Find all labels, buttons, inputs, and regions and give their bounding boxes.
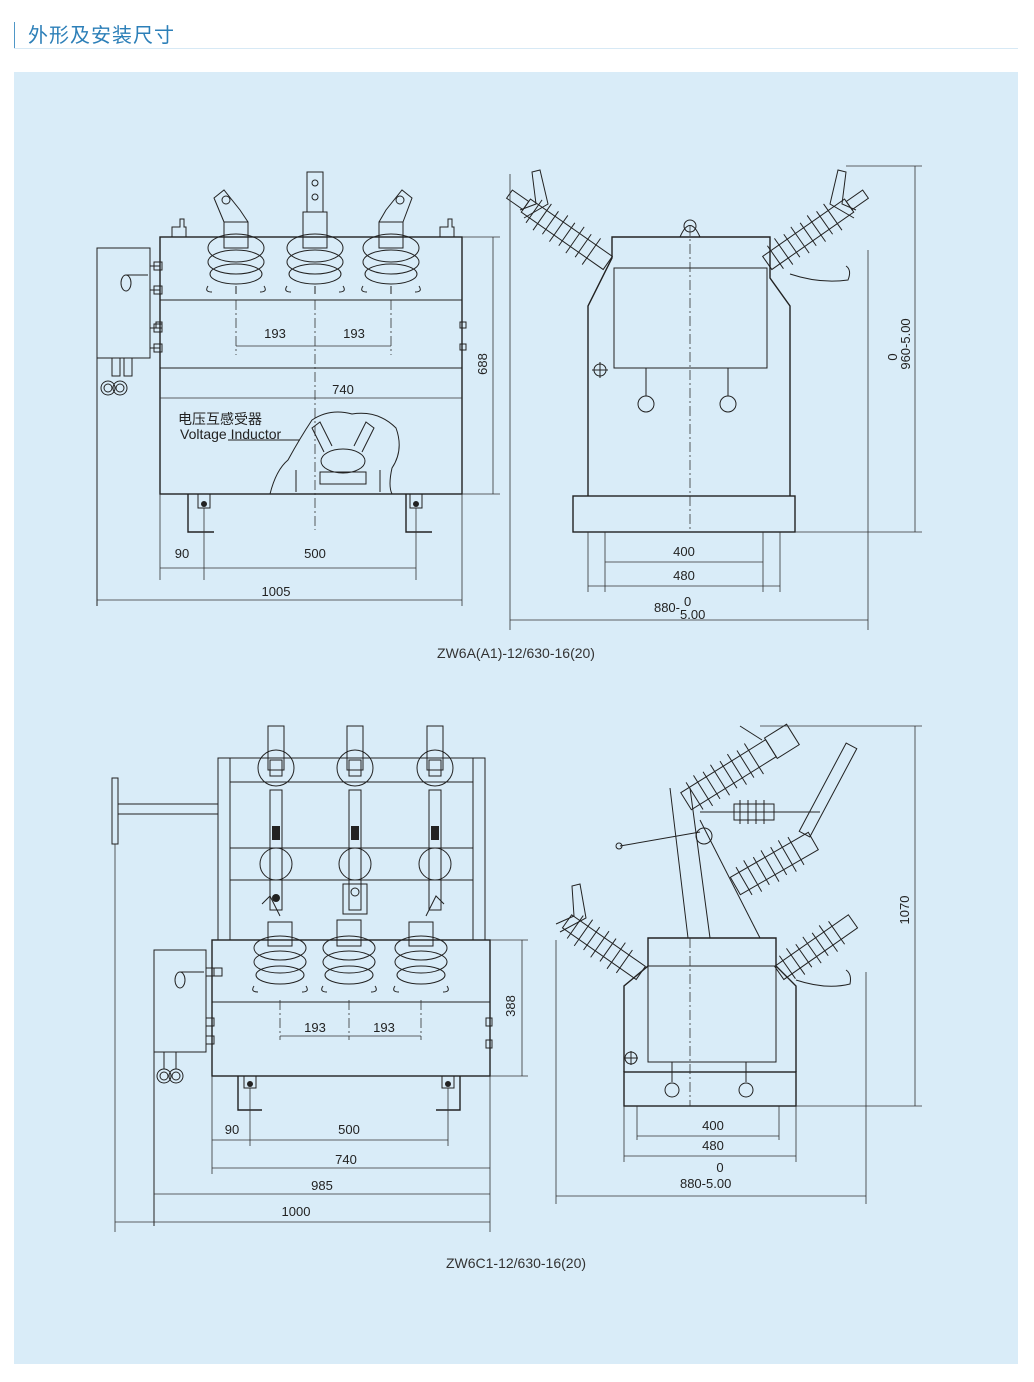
d2-side-view: 1070 400 480 0 880- 5.00 xyxy=(555,723,922,1204)
d2-dim-1070: 1070 xyxy=(897,896,912,925)
d1-dim-880-lower: 5.00 xyxy=(680,607,705,622)
d1-bushing-middle xyxy=(285,171,345,294)
d1-dim-500: 500 xyxy=(304,546,326,561)
d1-dim-960-upper: 0 xyxy=(885,353,900,360)
d1-bushing-right xyxy=(361,189,421,294)
d2-dim-pitch-right: 193 xyxy=(373,1020,395,1035)
d2-bushing-left xyxy=(252,895,308,993)
d1-label-cn: 电压互感受器 xyxy=(178,411,262,427)
drawing-panel xyxy=(14,72,1018,1364)
d2-dim-880-lower: 5.00 xyxy=(706,1176,731,1191)
d1-dim-400: 400 xyxy=(673,544,695,559)
d2-switch-blades xyxy=(257,725,454,915)
d1-dim-pitch-right: 193 xyxy=(343,326,365,341)
d2-caption: ZW6C1-12/630-16(20) xyxy=(446,1255,586,1271)
d2-dim-388: 388 xyxy=(503,995,518,1017)
d1-caption: ZW6A(A1)-12/630-16(20) xyxy=(437,645,595,661)
d2-dim-400: 400 xyxy=(702,1118,724,1133)
d2-dim-985: 985 xyxy=(311,1178,333,1193)
d2-dim-pitch-left: 193 xyxy=(304,1020,326,1035)
d1-dim-880: 880- xyxy=(654,600,680,615)
d2-dim-90: 90 xyxy=(225,1122,239,1137)
d1-dim-688: 688 xyxy=(475,353,490,375)
d1-dim-740: 740 xyxy=(332,382,354,397)
d2-dim-500: 500 xyxy=(338,1122,360,1137)
d2-dim-1000: 1000 xyxy=(282,1204,311,1219)
d1-bushing-left xyxy=(206,189,266,294)
d2-dim-880-upper: 0 xyxy=(716,1160,723,1175)
header-accent-bar xyxy=(14,22,15,48)
d1-dim-pitch-left: 193 xyxy=(264,326,286,341)
d1-dim-880-upper: 0 xyxy=(684,594,691,609)
d2-dim-740: 740 xyxy=(335,1152,357,1167)
d1-front-view: 193 193 740 688 90 500 1005 电压互感受器 Volta… xyxy=(96,171,500,606)
d2-dim-480: 480 xyxy=(702,1138,724,1153)
d2-front-view: 193 193 388 90 500 740 985 1000 xyxy=(111,725,528,1232)
d1-side-view: 0 960-5.00 400 480 880- 0 5.00 xyxy=(505,165,922,630)
page-title: 外形及安装尺寸 xyxy=(28,23,175,47)
d1-label-en: Voltage Inductor xyxy=(180,426,282,442)
d1-dim-480: 480 xyxy=(673,568,695,583)
page-header: 外形及安装尺寸 xyxy=(0,0,1034,50)
d2-bushing-right xyxy=(393,895,449,993)
d1-dim-960: 960-5.00 xyxy=(898,318,913,369)
d1-dim-90: 90 xyxy=(175,546,189,561)
d2-dim-880: 880- xyxy=(680,1176,706,1191)
d1-dim-1005: 1005 xyxy=(262,584,291,599)
d2-bushing-middle xyxy=(321,919,377,993)
header-divider xyxy=(14,48,1018,49)
